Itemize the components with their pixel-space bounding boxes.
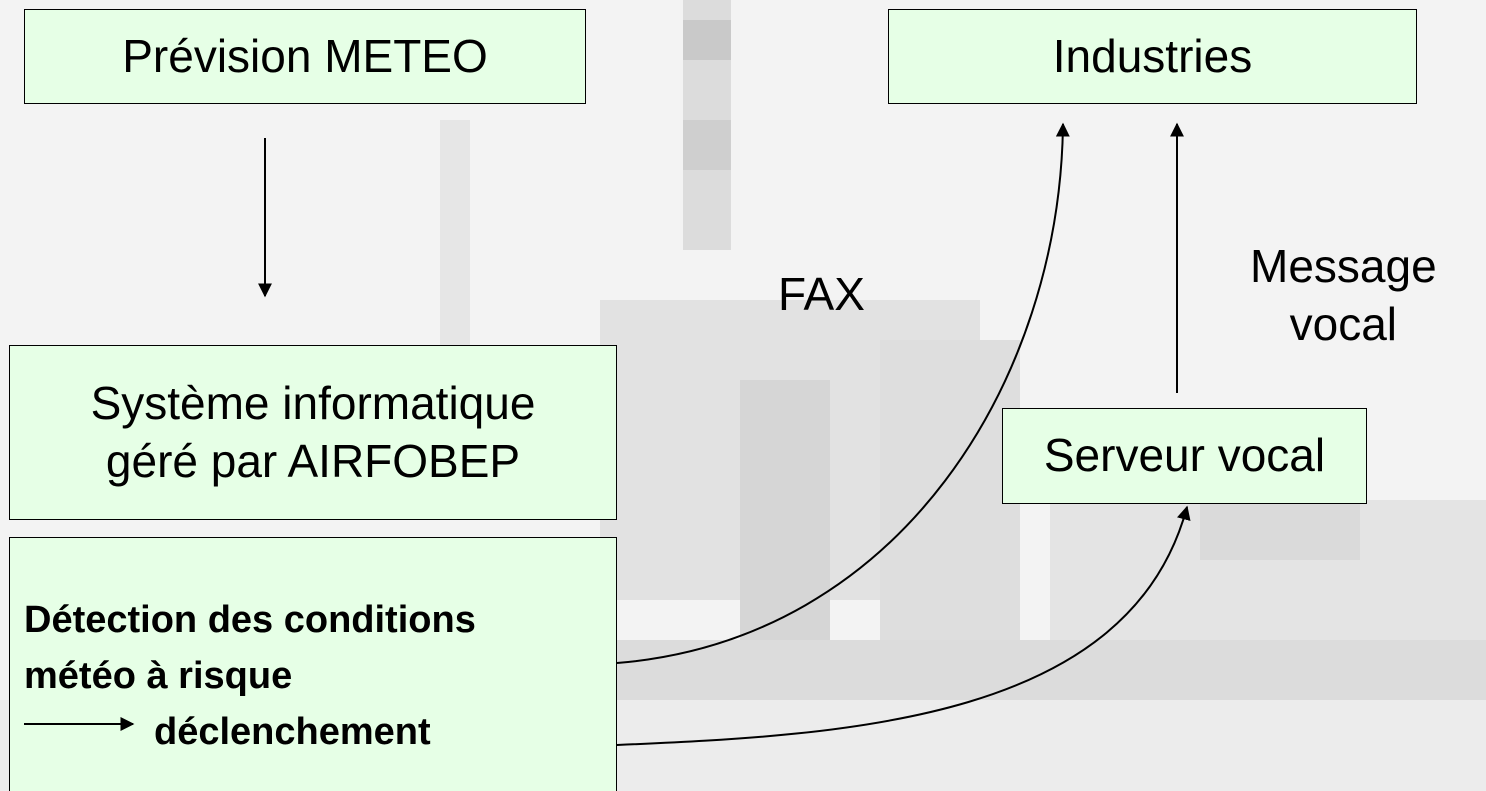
detection-box-line3: déclenchement	[154, 711, 431, 754]
voice-server-box: Serveur vocal	[1002, 408, 1367, 504]
system-box: Système informatique géré par AIRFOBEP	[9, 345, 617, 520]
detection-box-line2: météo à risque	[24, 655, 293, 698]
detection-box: Détection des conditions météo à risque …	[9, 537, 617, 791]
voice-message-label-line2: vocal	[1289, 297, 1398, 350]
industries-box-text: Industries	[1052, 29, 1253, 82]
detection-box-line1: Détection des conditions	[24, 599, 476, 641]
system-box-line1: Système informatique	[90, 377, 536, 429]
voice-message-label-line1: Message	[1250, 240, 1437, 292]
industries-box: Industries	[888, 9, 1417, 104]
system-box-line2: géré par AIRFOBEP	[105, 434, 521, 487]
voice-message-label: Message vocal	[1250, 238, 1437, 353]
forecast-box: Prévision METEO	[24, 9, 586, 104]
voice-server-box-text: Serveur vocal	[1043, 429, 1326, 482]
fax-label: FAX	[778, 268, 865, 320]
forecast-box-text: Prévision METEO	[122, 29, 488, 82]
